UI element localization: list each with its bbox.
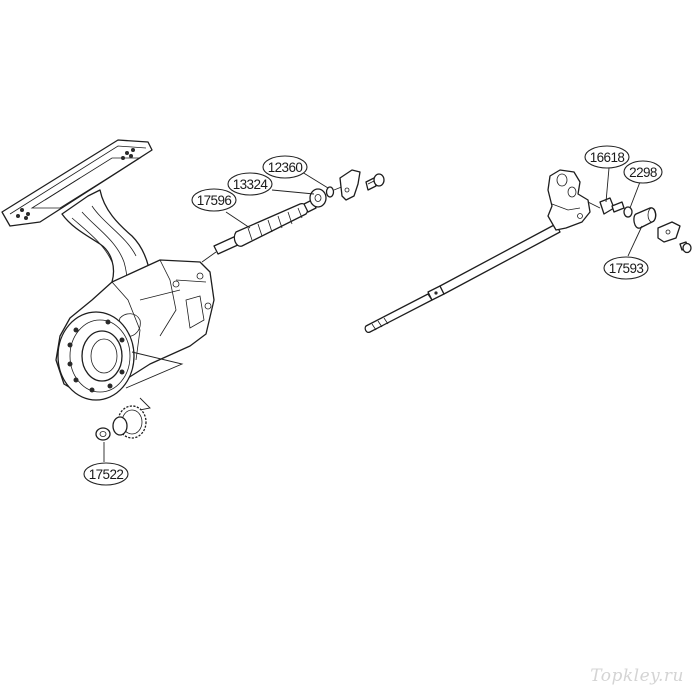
leader-lines [103,167,643,462]
main-shaft [364,223,561,334]
washer-right [623,206,633,218]
screw-left [365,173,385,191]
part-number: 16618 [590,150,625,165]
bearing-bushing [95,427,111,441]
part-number: 17596 [197,193,232,208]
part-label-2298[interactable]: 2298 [623,160,663,184]
bracket-right [657,221,681,243]
part-label-17593[interactable]: 17593 [603,256,649,280]
bracket-left [339,169,361,201]
part-label-12360[interactable]: 12360 [262,155,308,179]
part-label-17596[interactable]: 17596 [191,188,237,212]
part-number: 17522 [89,467,124,482]
part-number: 13324 [233,177,269,192]
pinion-shaft [201,199,317,263]
screw-right [679,241,692,254]
part-label-13324[interactable]: 13324 [227,172,273,196]
reel-foot [1,139,153,227]
part-number: 2298 [629,165,657,180]
watermark: Topkley.ru [590,666,684,686]
oscillation-yoke [547,169,591,231]
drive-gear [112,405,147,439]
bushing [309,188,327,208]
part-number: 17593 [609,261,644,276]
washer-small [325,186,335,198]
collar [633,207,657,229]
part-label-17522[interactable]: 17522 [83,462,129,486]
part-number: 12360 [268,160,303,175]
reel-body [1,139,215,415]
pin [599,197,625,215]
part-label-16618[interactable]: 16618 [584,145,630,169]
